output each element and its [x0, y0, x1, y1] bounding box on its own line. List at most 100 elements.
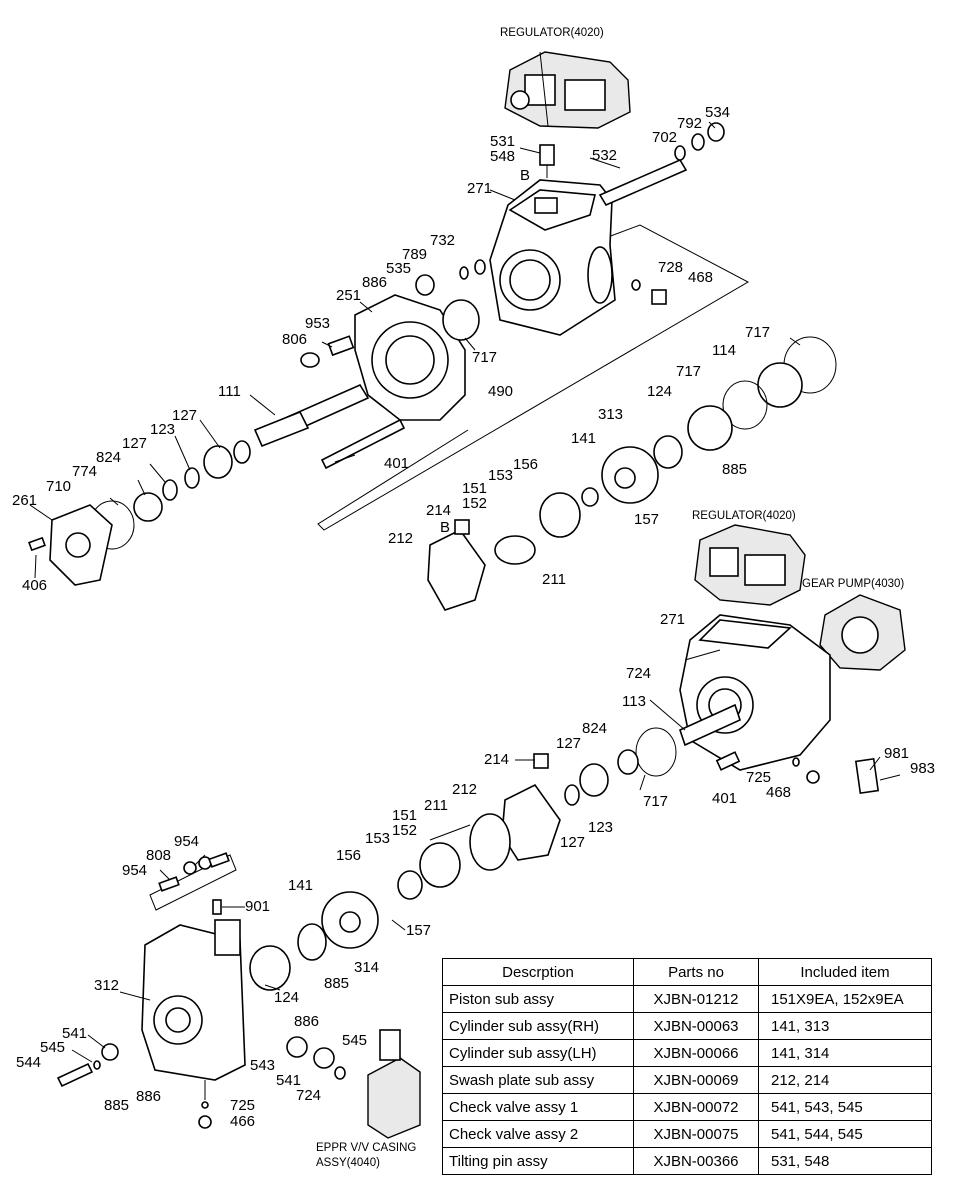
label-157-mid: 157	[406, 922, 431, 939]
label-151-mid: 151	[392, 807, 417, 824]
label-212-mid: 212	[452, 781, 477, 798]
parts-table: Descrption Parts no Included item Piston…	[442, 958, 932, 1175]
cell-included-item: 212, 214	[758, 1066, 932, 1094]
label-544: 544	[16, 1054, 41, 1071]
label-151-top: 151	[462, 480, 487, 497]
cell-parts-no: XJBN-00072	[633, 1093, 759, 1121]
label-214-mid: 214	[484, 751, 509, 768]
caption-regulator-mid: REGULATOR(4020)	[692, 510, 796, 522]
label-401-mid: 401	[712, 790, 737, 807]
cell-parts-no: XJBN-00063	[633, 1012, 759, 1040]
cell-parts-no: XJBN-00069	[633, 1066, 759, 1094]
label-153-mid: 153	[365, 830, 390, 847]
label-548: 548	[490, 148, 515, 165]
label-717-c: 717	[676, 363, 701, 380]
label-792: 792	[677, 115, 702, 132]
label-824-top: 824	[96, 449, 121, 466]
label-261: 261	[12, 492, 37, 509]
label-211-top: 211	[542, 571, 566, 588]
label-954-b: 954	[122, 862, 147, 879]
label-886-bottom: 886	[136, 1088, 161, 1105]
label-123-mid: 123	[588, 819, 613, 836]
label-127-b: 127	[122, 435, 147, 452]
cell-description: Check valve assy 1	[442, 1093, 634, 1121]
label-886-mid: 886	[294, 1013, 319, 1030]
table-row: Tilting pin assy XJBN-00366 531, 548	[442, 1147, 932, 1175]
label-725-mid: 725	[746, 769, 771, 786]
label-725-bottom: 725	[230, 1097, 255, 1114]
label-541-b: 541	[276, 1072, 301, 1089]
cell-parts-no: XJBN-01212	[633, 985, 759, 1013]
label-157-top: 157	[634, 511, 659, 528]
middle-small-parts	[533, 727, 880, 806]
header-included-item: Included item	[758, 958, 932, 986]
label-127-a: 127	[172, 407, 197, 424]
label-702: 702	[652, 129, 677, 146]
label-111: 111	[218, 383, 241, 400]
cell-description: Check valve assy 2	[442, 1120, 634, 1148]
label-983: 983	[910, 760, 935, 777]
header-parts-no: Parts no	[633, 958, 759, 986]
label-124-top: 124	[647, 383, 672, 400]
cell-parts-no: XJBN-00075	[633, 1120, 759, 1148]
label-490: 490	[488, 383, 513, 400]
cell-description: Cylinder sub assy(RH)	[442, 1012, 634, 1040]
label-401-top: 401	[384, 455, 409, 472]
label-728: 728	[658, 259, 683, 276]
swash-plate-212-top	[427, 519, 486, 611]
cylinder-set-lower	[249, 813, 511, 991]
label-885-mid: 885	[324, 975, 349, 992]
table-row: Cylinder sub assy(LH) XJBN-00066 141, 31…	[442, 1039, 932, 1067]
table-row: Piston sub assy XJBN-01212 151X9EA, 152x…	[442, 985, 932, 1013]
label-251: 251	[336, 287, 361, 304]
label-271-top: 271	[467, 180, 492, 197]
label-885-bottom: 885	[104, 1097, 129, 1114]
label-541-a: 541	[62, 1025, 87, 1042]
label-152-mid: 152	[392, 822, 417, 839]
label-545-b: 545	[342, 1032, 367, 1049]
label-885-top: 885	[722, 461, 747, 478]
label-152-top: 152	[462, 495, 487, 512]
caption-eppr-line2: ASSY(4040)	[316, 1157, 380, 1169]
label-156-top: 156	[513, 456, 538, 473]
small-parts-upper	[300, 259, 667, 368]
section-outline	[317, 224, 750, 531]
label-114: 114	[712, 342, 736, 359]
shaft-532	[598, 158, 688, 207]
label-127-d: 127	[560, 834, 585, 851]
cell-parts-no: XJBN-00366	[633, 1147, 759, 1175]
label-156-mid: 156	[336, 847, 361, 864]
shaft-113	[679, 703, 741, 747]
cell-description: Piston sub assy	[442, 985, 634, 1013]
regulator-top-drawing	[504, 51, 631, 129]
cell-included-item: 141, 313	[758, 1012, 932, 1040]
label-271-mid: 271	[660, 611, 685, 628]
bearings-seals-upper-left	[28, 440, 251, 586]
cell-parts-no: XJBN-00066	[633, 1039, 759, 1067]
eppr-valve-casing	[367, 1029, 421, 1139]
leader-lines	[29, 121, 901, 1100]
label-312: 312	[94, 977, 119, 994]
cell-included-item: 531, 548	[758, 1147, 932, 1175]
pump-casing-271-top	[489, 179, 616, 336]
label-953: 953	[305, 315, 330, 332]
header-description: Descrption	[442, 958, 634, 986]
label-314: 314	[354, 959, 379, 976]
label-886-top: 886	[362, 274, 387, 291]
tilting-pin-531	[539, 144, 555, 178]
seals-702-792-534	[674, 122, 725, 161]
label-b-top: B	[520, 167, 530, 184]
cell-included-item: 541, 544, 545	[758, 1120, 932, 1148]
label-901: 901	[245, 898, 270, 915]
label-466: 466	[230, 1113, 255, 1130]
label-724-mid: 724	[626, 665, 651, 682]
table-row: Cylinder sub assy(RH) XJBN-00063 141, 31…	[442, 1012, 932, 1040]
label-954-a: 954	[174, 833, 199, 850]
label-313: 313	[598, 406, 623, 423]
label-113: 113	[622, 693, 646, 710]
drive-shaft-111	[253, 383, 370, 448]
label-141-mid: 141	[288, 877, 313, 894]
label-808: 808	[146, 847, 171, 864]
part-labels: 534 792 702 531 548 532 B 271 732 789 53…	[12, 104, 935, 1130]
